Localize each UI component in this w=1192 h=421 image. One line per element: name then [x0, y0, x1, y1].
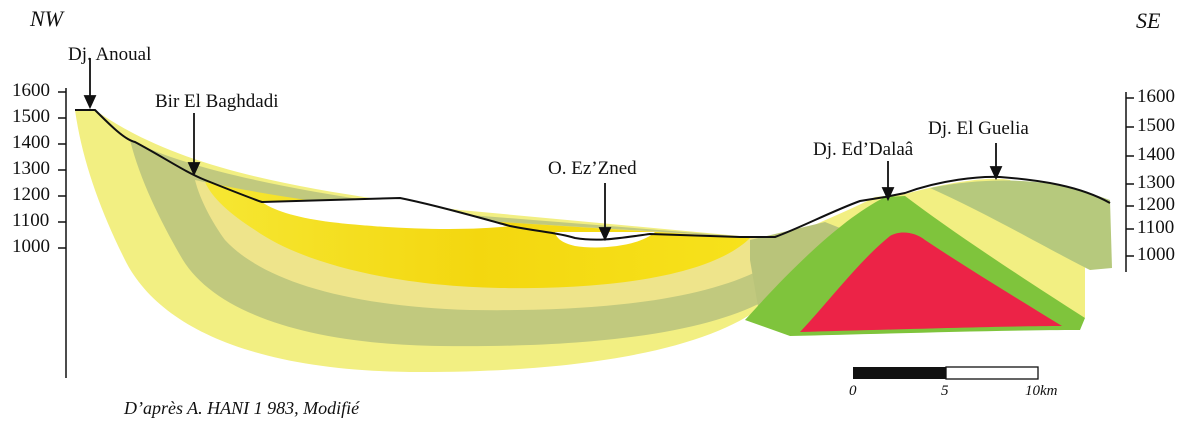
right-tick-1300: 1300 [1137, 172, 1175, 194]
right-tick-1000: 1000 [1137, 244, 1175, 266]
right-tick-1500: 1500 [1137, 115, 1175, 137]
label-dj-anoual: Dj. Anoual [68, 44, 151, 66]
right-tick-1200: 1200 [1137, 194, 1175, 216]
left-tick-1600: 1600 [12, 80, 50, 102]
scale-label-5: 5 [941, 383, 949, 400]
right-tick-1100: 1100 [1137, 217, 1174, 239]
label-dj-el-guelia: Dj. El Guelia [928, 118, 1029, 140]
scale-label-0: 0 [849, 383, 857, 400]
left-tick-1400: 1400 [12, 132, 50, 154]
left-tick-1000: 1000 [12, 236, 50, 258]
left-tick-1100: 1100 [12, 210, 49, 232]
left-tick-1200: 1200 [12, 184, 50, 206]
right-tick-1600: 1600 [1137, 86, 1175, 108]
label-dj-ed-dalaa: Dj. Ed’Dalaâ [813, 139, 913, 161]
source-credit: D’après A. HANI 1 983, Modifié [124, 398, 359, 419]
label-bir-el-baghdadi: Bir El Baghdadi [155, 91, 278, 113]
label-o-ez-zned: O. Ez’Zned [548, 158, 637, 180]
left-tick-1500: 1500 [12, 106, 50, 128]
right-tick-1400: 1400 [1137, 144, 1175, 166]
left-tick-1300: 1300 [12, 158, 50, 180]
scale-bar [853, 367, 1038, 379]
left-elevation-axis [58, 88, 66, 378]
direction-nw: NW [30, 6, 63, 32]
scale-label-10km: 10km [1025, 383, 1058, 400]
right-elevation-axis [1126, 92, 1134, 272]
direction-se: SE [1136, 8, 1160, 34]
